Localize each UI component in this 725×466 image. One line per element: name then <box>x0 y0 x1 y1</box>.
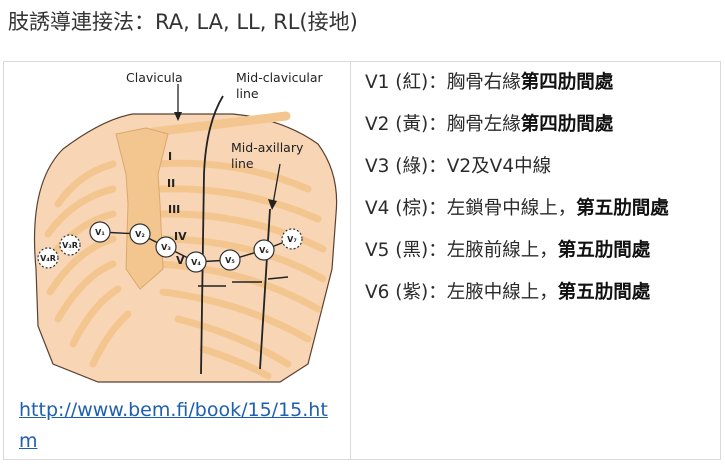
midclavicular-label: Mid-clavicular <box>236 70 324 85</box>
ribs-right <box>154 159 327 380</box>
page-heading: 肢誘導連接法：RA, LA, LL, RL(接地) <box>8 10 358 34</box>
lead-name: V5 (黑)： <box>365 240 447 261</box>
electrode-v4r-label: V₄R <box>40 254 56 263</box>
electrodes <box>37 221 303 273</box>
electrode-v6-label: V₆ <box>259 246 269 255</box>
rib-label: III <box>168 203 180 216</box>
electrode-v5-label: V₅ <box>225 256 235 265</box>
content-table: I II III IV V Clavicula Mid-clavicular l… <box>3 61 721 460</box>
lead-location: 第五肋間處 <box>557 282 651 303</box>
lead-location: 第四肋間處 <box>520 72 614 93</box>
midclavicular-label: line <box>236 86 259 101</box>
lead-list: V1 (紅)：胸骨右緣第四肋間處 V2 (黃)：胸骨左緣第四肋間處 V3 (綠)… <box>365 68 720 320</box>
rib-label: V <box>176 254 185 267</box>
lead-desc: V2及V4中線 <box>446 156 552 177</box>
midaxillary-label: line <box>231 156 254 171</box>
lead-row-v4: V4 (棕)：左鎖骨中線上，第五肋間處 <box>365 194 720 236</box>
lead-desc: 胸骨左緣 <box>446 114 521 135</box>
midaxillary-arrowhead <box>268 199 277 210</box>
lead-location: 第五肋間處 <box>576 198 669 219</box>
electrode-v3r-label: V₃R <box>62 241 78 250</box>
electrode-v1-label: V₁ <box>95 228 105 237</box>
lead-name: V1 (紅)： <box>365 72 447 93</box>
source-link[interactable]: http://www.bem.fi/book/15/15.htm <box>19 399 328 452</box>
lead-name: V4 (棕)： <box>365 198 447 219</box>
figure-cell: I II III IV V Clavicula Mid-clavicular l… <box>4 62 351 459</box>
lead-location: 第五肋間處 <box>557 240 651 261</box>
clavicle-bone <box>148 111 291 137</box>
chest-lead-diagram: I II III IV V Clavicula Mid-clavicular l… <box>33 70 338 383</box>
midaxillary-label: Mid-axillary <box>231 140 304 155</box>
lead-row-v5: V5 (黑)：左腋前線上，第五肋間處 <box>365 236 720 278</box>
sternum-bone <box>115 127 169 290</box>
lead-name: V2 (黃)： <box>365 114 447 135</box>
lead-row-v2: V2 (黃)：胸骨左緣第四肋間處 <box>365 110 720 152</box>
electrode-v3-label: V₃ <box>161 243 171 252</box>
electrode-v2-label: V₂ <box>135 230 145 239</box>
lead-desc: 胸骨右緣 <box>446 72 521 93</box>
lead-location: 第四肋間處 <box>520 114 614 135</box>
midaxillary-arrow <box>272 163 281 205</box>
lead-row-v3: V3 (綠)：V2及V4中線 <box>365 152 720 194</box>
lead-name: V6 (紫)： <box>365 282 447 303</box>
lead-desc: 左鎖骨中線上， <box>446 198 577 219</box>
rib-label: I <box>168 150 172 163</box>
lead-desc: 左腋前線上， <box>446 240 558 261</box>
spacing-arrows <box>198 276 289 287</box>
rib-label: IV <box>174 230 187 243</box>
electrode-v7-label: V₇ <box>287 235 297 244</box>
lead-row-v1: V1 (紅)：胸骨右緣第四肋間處 <box>365 68 720 110</box>
rib-label: II <box>167 177 175 190</box>
electrode-v4-label: V₄ <box>191 258 201 267</box>
midclavicular-line <box>200 95 224 375</box>
lead-row-v6: V6 (紫)：左腋中線上，第五肋間處 <box>365 278 720 320</box>
lead-name: V3 (綠)： <box>365 156 447 177</box>
midaxillary-line <box>259 208 271 370</box>
lead-desc: 左腋中線上， <box>446 282 558 303</box>
clavicula-arrowhead <box>174 112 182 121</box>
clavicula-label: Clavicula <box>126 70 183 85</box>
